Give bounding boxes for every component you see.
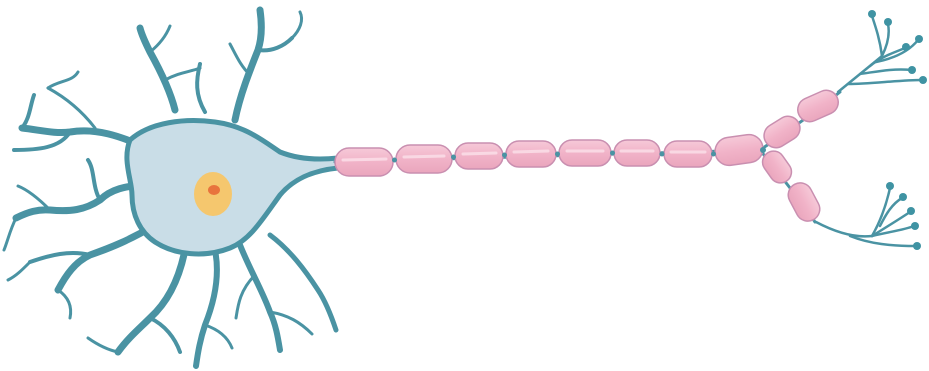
node-of-ranvier xyxy=(451,155,456,160)
dendrite-top-2 xyxy=(235,10,261,120)
dendrite-bottom xyxy=(118,250,185,352)
myelin-segment xyxy=(614,140,660,166)
node-of-ranvier xyxy=(711,152,716,157)
myelin-segment xyxy=(506,141,556,167)
myelin-segment xyxy=(455,143,503,169)
myelin-segment xyxy=(713,133,764,167)
dendrite-bottom-2 xyxy=(196,250,217,366)
axon-terminal-bulbs-upper xyxy=(868,10,927,84)
dendrite-bottom-3 xyxy=(240,245,280,350)
dendrite-branch xyxy=(18,186,50,210)
dendrite-top-3 xyxy=(197,64,205,112)
myelin-segment xyxy=(559,140,611,166)
dendrite-branch xyxy=(236,275,255,318)
myelin-segment xyxy=(335,148,393,176)
dendrite-branch xyxy=(88,160,100,200)
dendrite-branch xyxy=(22,95,34,128)
node-of-ranvier xyxy=(392,158,397,163)
dendrite-branch xyxy=(150,318,180,352)
node-of-ranvier xyxy=(502,153,507,158)
nucleolus xyxy=(208,185,220,195)
dendrite-branch xyxy=(58,290,71,318)
dendrite-lower-left xyxy=(58,225,155,290)
dendrite-branch xyxy=(8,262,30,280)
dendrite-branch xyxy=(48,72,78,88)
dendrite-branch xyxy=(48,88,95,128)
dendrite-branch xyxy=(230,44,250,75)
node-of-ranvier xyxy=(555,152,560,157)
node-of-ranvier xyxy=(760,147,766,153)
axon-terminals-upper xyxy=(838,16,922,92)
node-of-ranvier xyxy=(660,152,665,157)
dendrite-top-1 xyxy=(140,28,175,110)
dendrite-branch xyxy=(4,218,16,250)
dendrite-branch xyxy=(292,12,302,38)
myelin-segment xyxy=(396,145,452,173)
node-of-ranvier xyxy=(610,151,615,156)
dendrite-branch xyxy=(88,338,118,352)
myelin-segment xyxy=(664,141,712,167)
dendrite-branch xyxy=(150,26,170,52)
soma xyxy=(127,121,338,254)
dendrite-branch xyxy=(205,325,232,348)
dendrite-branch xyxy=(165,68,200,80)
